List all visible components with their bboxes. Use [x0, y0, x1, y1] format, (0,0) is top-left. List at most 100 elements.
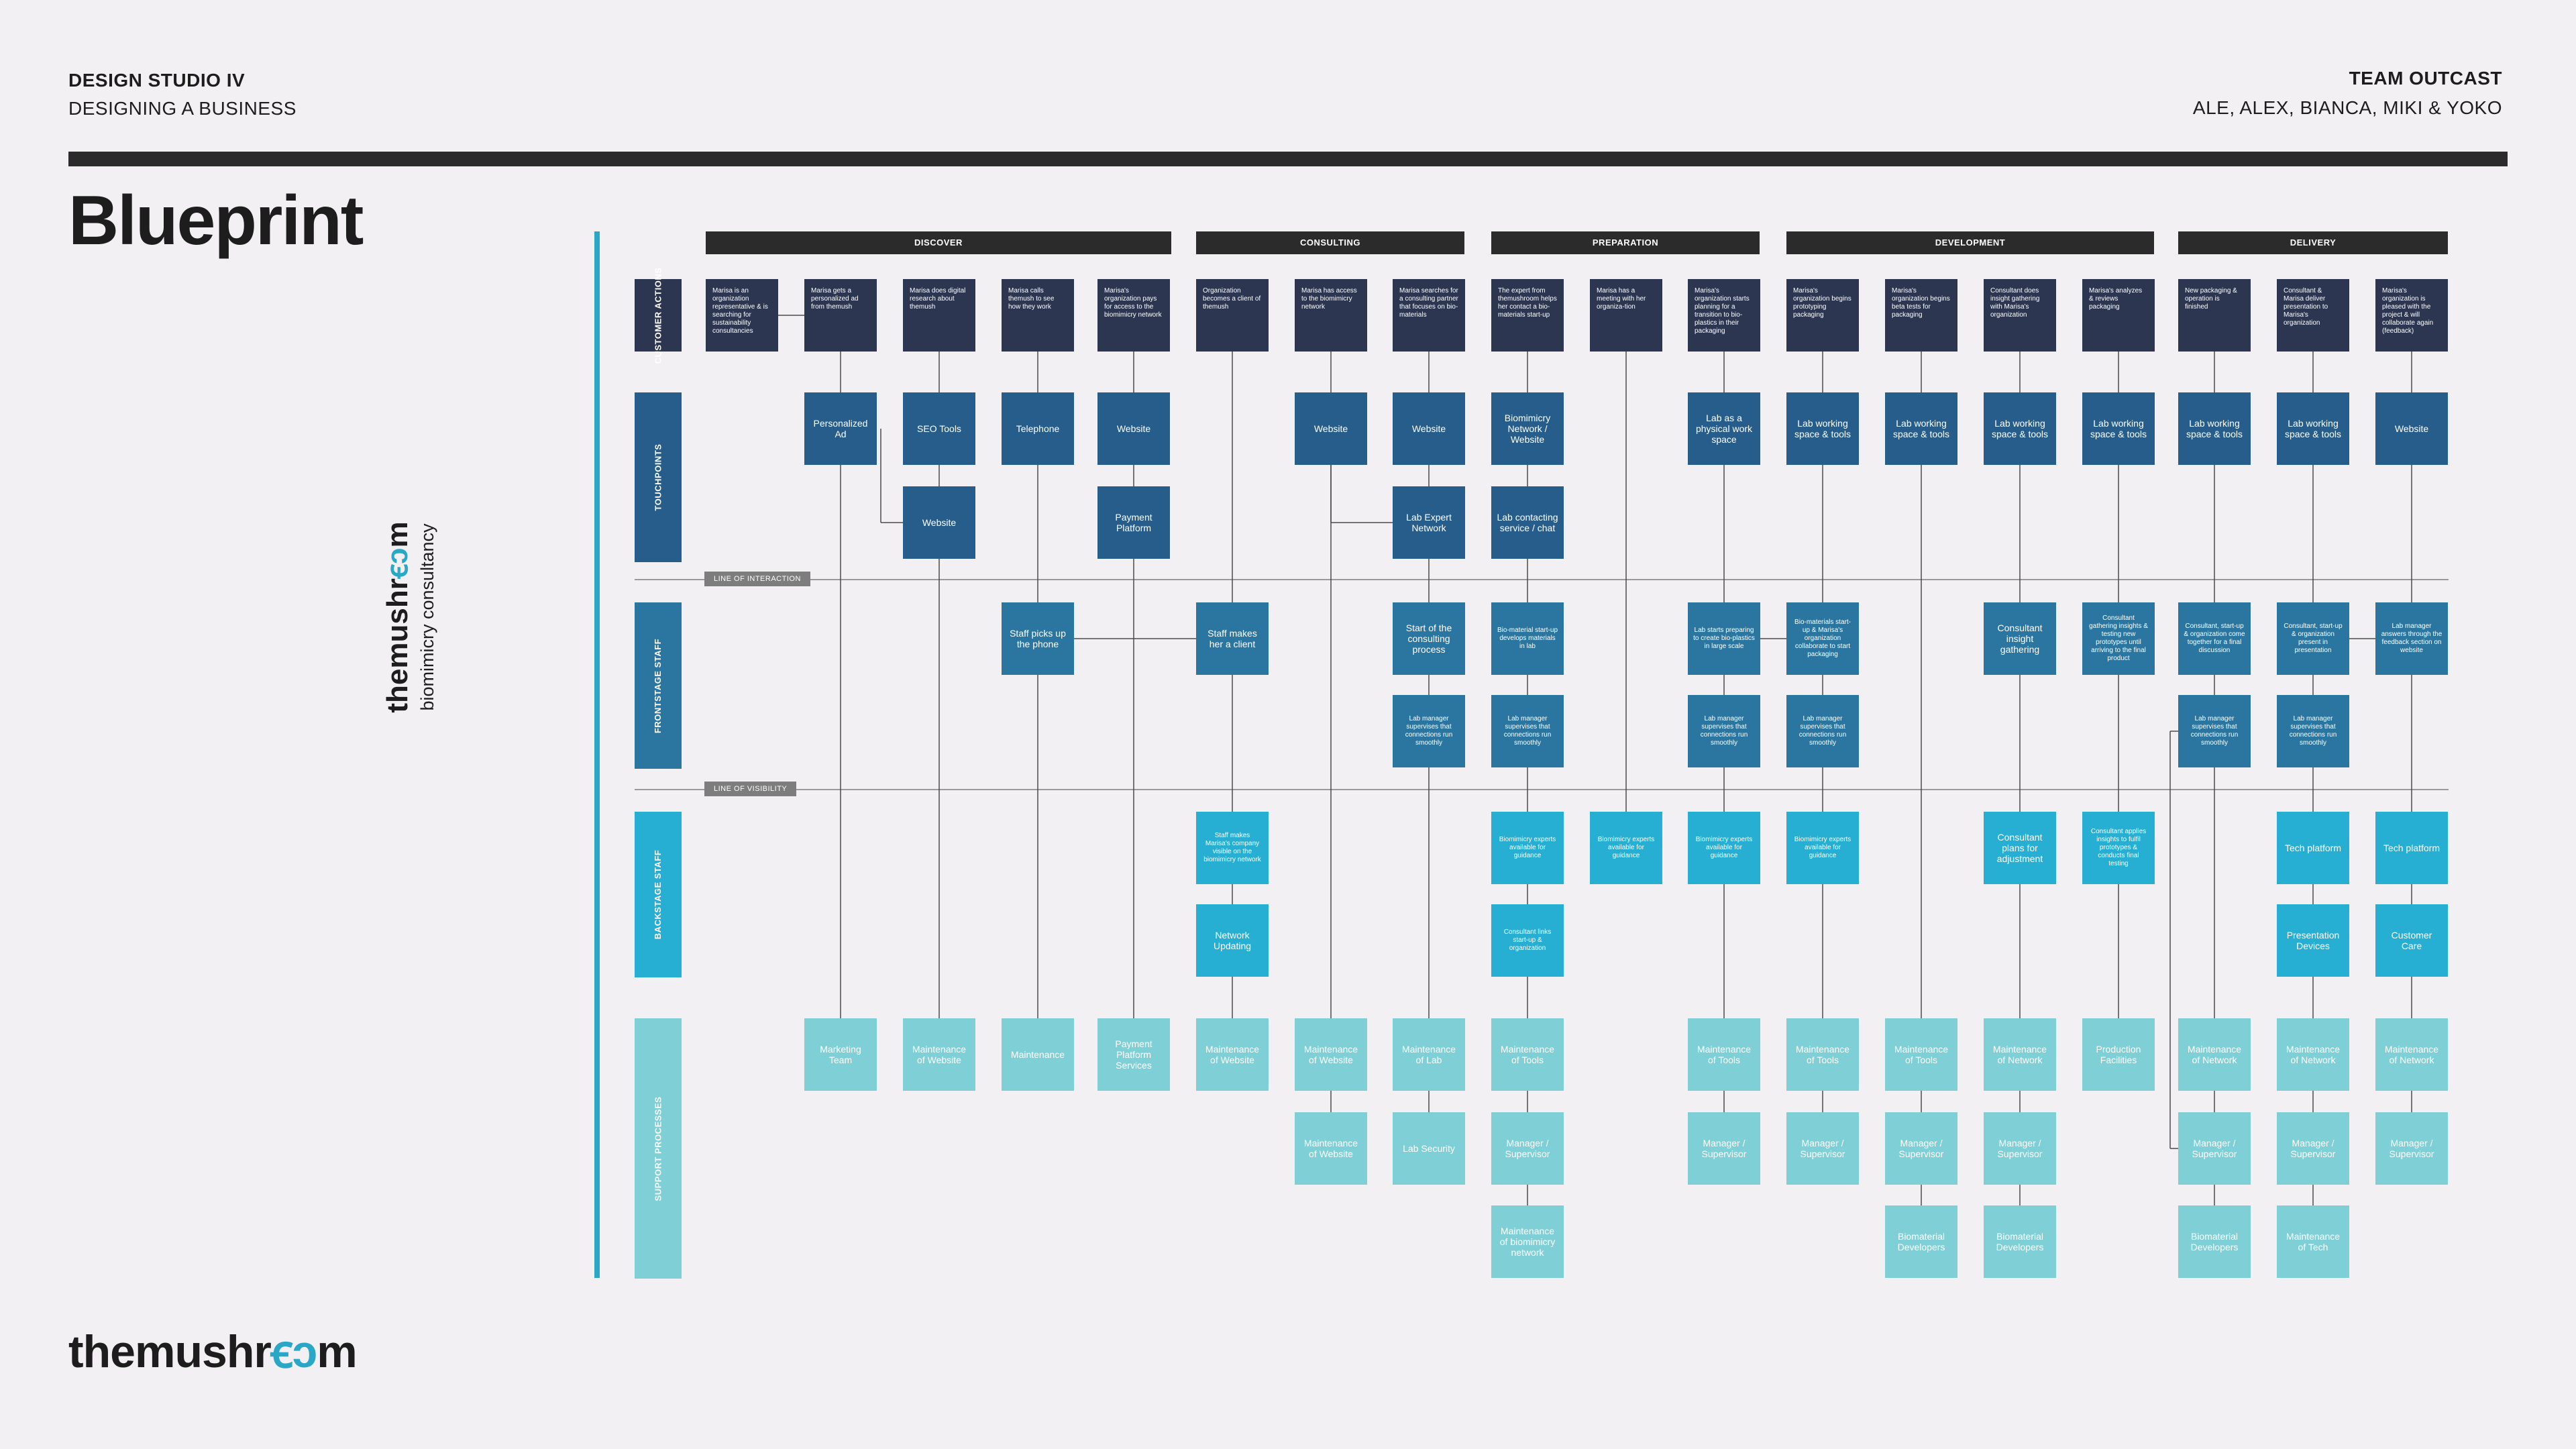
page-title: Blueprint: [68, 182, 364, 260]
backstage-card: Customer Care: [2375, 904, 2448, 977]
touchpoint-card: Personalized Ad: [804, 392, 877, 465]
customer-action-card: Marisa has a meeting with her organiza-t…: [1590, 279, 1662, 352]
header-rule: [68, 152, 2508, 166]
support-card: Lab Security: [1393, 1112, 1465, 1185]
frontstage-card: Staff makes her a client: [1196, 602, 1269, 675]
phase-development: DEVELOPMENT: [1786, 231, 2154, 254]
support-card: Maintenance of Lab: [1393, 1018, 1465, 1091]
support-card: Maintenance of biomimicry network: [1491, 1205, 1564, 1278]
frontstage-card: Lab manager supervises that connections …: [2178, 695, 2251, 767]
phase-delivery: DELIVERY: [2178, 231, 2448, 254]
customer-action-card: New packaging & operation is finished: [2178, 279, 2251, 352]
frontstage-card: Lab starts preparing to create bio-plast…: [1688, 602, 1760, 675]
frontstage-card: Lab manager supervises that connections …: [1786, 695, 1859, 767]
touchpoint-card: Lab working space & tools: [1984, 392, 2056, 465]
course-title: DESIGN STUDIO IV: [68, 70, 246, 91]
frontstage-card: Start of the consulting process: [1393, 602, 1465, 675]
customer-action-card: Marisa's analyzes & reviews packaging: [2082, 279, 2155, 352]
support-card: Maintenance of Tech: [2277, 1205, 2349, 1278]
backstage-card: Tech platform: [2277, 812, 2349, 884]
support-card: Manager / Supervisor: [1984, 1112, 2056, 1185]
backstage-card: Staff makes Marisa's company visible on …: [1196, 812, 1269, 884]
course-subtitle: DESIGNING A BUSINESS: [68, 98, 297, 119]
backstage-card: Biomimicry experts available for guidanc…: [1491, 812, 1564, 884]
line-of-interaction-label: LINE OF INTERACTION: [704, 572, 810, 586]
mushroom-logo-icon: ꞓɔ: [270, 1326, 317, 1377]
frontstage-card: Consultant, start-up & organization come…: [2178, 602, 2251, 675]
touchpoint-card: Lab working space & tools: [2178, 392, 2251, 465]
touchpoint-card: Lab working space & tools: [2277, 392, 2349, 465]
customer-action-card: Consultant & Marisa deliver presentation…: [2277, 279, 2349, 352]
phase-consulting: CONSULTING: [1196, 231, 1464, 254]
support-card: Maintenance of Website: [903, 1018, 975, 1091]
customer-action-card: Marisa is an organization representative…: [706, 279, 778, 352]
support-card: Manager / Supervisor: [2277, 1112, 2349, 1185]
backstage-card: Tech platform: [2375, 812, 2448, 884]
frontstage-card: Lab manager supervises that connections …: [1688, 695, 1760, 767]
support-card: Biomaterial Developers: [1885, 1205, 1957, 1278]
customer-action-card: Marisa does digital research about themu…: [903, 279, 975, 352]
customer-action-card: Consultant does insight gathering with M…: [1984, 279, 2056, 352]
touchpoint-card: Lab working space & tools: [2082, 392, 2155, 465]
frontstage-card: Lab manager supervises that connections …: [1393, 695, 1465, 767]
customer-action-card: Marisa gets a personalized ad from themu…: [804, 279, 877, 352]
touchpoint-card: Payment Platform: [1097, 486, 1170, 559]
frontstage-card: Lab manager answers through the feedback…: [2375, 602, 2448, 675]
support-card: Manager / Supervisor: [1688, 1112, 1760, 1185]
lane-touchpoints: TOUCHPOINTS: [635, 392, 682, 562]
touchpoint-card: Website: [903, 486, 975, 559]
customer-action-card: Marisa's organization begins beta tests …: [1885, 279, 1957, 352]
touchpoint-card: Biomimicry Network / Website: [1491, 392, 1564, 465]
support-card: Manager / Supervisor: [1786, 1112, 1859, 1185]
support-card: Maintenance of Tools: [1786, 1018, 1859, 1091]
customer-action-card: Marisa's organization begins prototyping…: [1786, 279, 1859, 352]
backstage-card: Consultant plans for adjustment: [1984, 812, 2056, 884]
frontstage-card: Consultant, start-up & organization pres…: [2277, 602, 2349, 675]
support-card: Maintenance of Website: [1196, 1018, 1269, 1091]
support-card: Maintenance of Website: [1295, 1018, 1367, 1091]
backstage-card: Biomimicry experts available for guidanc…: [1786, 812, 1859, 884]
support-card: Biomaterial Developers: [2178, 1205, 2251, 1278]
support-card: Manager / Supervisor: [1885, 1112, 1957, 1185]
support-card: Maintenance: [1002, 1018, 1074, 1091]
support-card: Manager / Supervisor: [2178, 1112, 2251, 1185]
touchpoint-card: Lab contacting service / chat: [1491, 486, 1564, 559]
phase-discover: DISCOVER: [706, 231, 1171, 254]
support-card: Maintenance of Tools: [1688, 1018, 1760, 1091]
touchpoint-card: Lab working space & tools: [1885, 392, 1957, 465]
frontstage-card: Bio-material start-up develops materials…: [1491, 602, 1564, 675]
support-card: Maintenance of Network: [2277, 1018, 2349, 1091]
support-card: Maintenance of Tools: [1491, 1018, 1564, 1091]
touchpoint-card: SEO Tools: [903, 392, 975, 465]
touchpoint-card: Lab as a physical work space: [1688, 392, 1760, 465]
touchpoint-card: Website: [1097, 392, 1170, 465]
line-of-visibility-label: LINE OF VISIBILITY: [704, 782, 797, 796]
lane-customer-actions: CUSTOMER ACTIONS: [635, 267, 682, 364]
support-card: Maintenance of Network: [2178, 1018, 2251, 1091]
team-members: ALE, ALEX, BIANCA, MIKI & YOKO: [2192, 97, 2502, 118]
touchpoint-card: Telephone: [1002, 392, 1074, 465]
support-card: Production Facilities: [2082, 1018, 2155, 1091]
backstage-card: Biomimicry experts available for guidanc…: [1590, 812, 1662, 884]
phase-preparation: PREPARATION: [1491, 231, 1760, 254]
customer-action-card: Marisa's organization starts planning fo…: [1688, 279, 1760, 352]
customer-action-card: Marisa searches for a consulting partner…: [1393, 279, 1465, 352]
touchpoint-card: Website: [1295, 392, 1367, 465]
support-card: Payment Platform Services: [1097, 1018, 1170, 1091]
backstage-card: Presentation Devices: [2277, 904, 2349, 977]
customer-action-card: Marisa calls themush to see how they wor…: [1002, 279, 1074, 352]
customer-action-card: Marisa has access to the biomimicry netw…: [1295, 279, 1367, 352]
backstage-card: Consultant applies insights to fulfil pr…: [2082, 812, 2155, 884]
support-card: Maintenance of Network: [1984, 1018, 2056, 1091]
support-card: Maintenance of Website: [1295, 1112, 1367, 1185]
frontstage-card: Consultant gathering insights & testing …: [2082, 602, 2155, 675]
lane-frontstage-staff: FRONTSTAGE STAFF: [635, 602, 682, 769]
frontstage-card: Staff picks up the phone: [1002, 602, 1074, 675]
frontstage-card: Bio-materials start-up & Marisa's organi…: [1786, 602, 1859, 675]
lane-backstage-staff: BACKSTAGE STAFF: [635, 812, 682, 977]
backstage-card: Biomimicry experts available for guidanc…: [1688, 812, 1760, 884]
support-card: Biomaterial Developers: [1984, 1205, 2056, 1278]
touchpoint-card: Lab Expert Network: [1393, 486, 1465, 559]
customer-action-card: Marisa's organization pays for access to…: [1097, 279, 1170, 352]
